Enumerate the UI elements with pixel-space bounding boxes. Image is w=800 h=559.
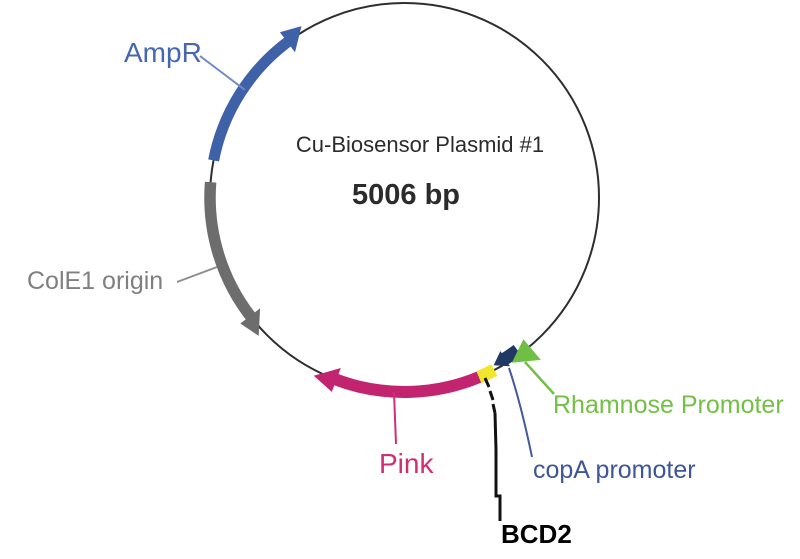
ampr-arrow-body	[208, 35, 294, 162]
copa-arrowhead	[493, 351, 510, 367]
rhamnose-arrowhead	[511, 339, 541, 363]
bcd2-label: BCD2	[501, 519, 572, 549]
rhamnose-label: Rhamnose Promoter	[553, 391, 784, 419]
copa-leader-line	[508, 367, 533, 458]
bcd2-leader-line-solid	[493, 412, 502, 521]
cole1-arrow-body	[204, 181, 258, 324]
pink-arrow-body	[332, 370, 483, 398]
plasmid-title: Cu-Biosensor Plasmid #1	[296, 132, 544, 157]
cole1-leader-line	[176, 266, 218, 283]
copa-label: copA promoter	[533, 456, 696, 484]
pink-label: Pink	[379, 448, 434, 479]
cole1-arrowhead	[240, 308, 261, 336]
pink-arrowhead	[313, 368, 341, 392]
cole1-label: ColE1 origin	[27, 267, 163, 295]
yellow-site-segment	[476, 364, 498, 384]
bcd2-leader-line-dashed	[483, 377, 497, 414]
rhamnose-leader-line	[524, 361, 555, 395]
plasmid-size: 5006 bp	[352, 179, 460, 211]
ampr-leader-line	[199, 55, 246, 91]
ampr-arrowhead	[279, 26, 302, 53]
ampr-label: AmpR	[124, 37, 202, 68]
pink-leader-line	[393, 391, 397, 445]
